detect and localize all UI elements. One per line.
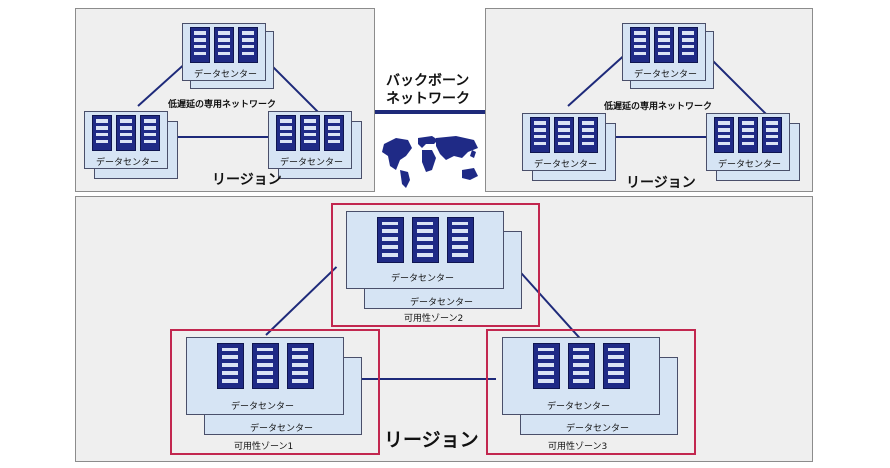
server-rack-icon <box>286 343 314 389</box>
availability-zone-2 <box>331 203 540 327</box>
server-rack-icon <box>602 343 630 389</box>
server-rack-icon <box>300 115 320 151</box>
datacenter-label: データセンター <box>391 274 455 284</box>
backbone-label-line2: ネットワーク <box>386 91 470 107</box>
datacenter-label: データセンター <box>634 70 698 80</box>
datacenter-label: データセンター <box>410 298 474 308</box>
server-rack-icon <box>762 117 782 153</box>
datacenter-label: データセンター <box>718 160 782 170</box>
server-rack-icon <box>630 27 650 63</box>
server-rack-icon <box>214 27 234 63</box>
datacenter-label: データセンター <box>534 160 598 170</box>
server-rack-icon <box>714 117 734 153</box>
server-rack-icon <box>738 117 758 153</box>
datacenter-label: データセンター <box>547 402 611 412</box>
server-rack-icon <box>324 115 344 151</box>
server-rack-icon <box>140 115 160 151</box>
server-rack-icon <box>276 115 296 151</box>
availability-zone-1 <box>170 329 380 455</box>
server-rack-icon <box>446 217 474 263</box>
datacenter-label: データセンター <box>250 424 314 434</box>
datacenter-label: データセンター <box>231 402 295 412</box>
backbone-label-line1: バックボーン <box>386 73 470 89</box>
server-rack-icon <box>92 115 112 151</box>
network-link <box>346 378 496 380</box>
network-link <box>606 136 706 138</box>
server-rack-icon <box>530 117 550 153</box>
world-map-icon <box>378 130 484 190</box>
datacenter-label: データセンター <box>96 158 160 168</box>
network-label: 低遅延の専用ネットワーク <box>604 102 713 112</box>
server-rack-icon <box>251 343 279 389</box>
server-rack-icon <box>376 217 404 263</box>
server-rack-icon <box>216 343 244 389</box>
availability-zone-3 <box>486 329 696 455</box>
region-panel-top-right: データセンター 低遅延の専用ネットワーク データセンター データセンター リージ… <box>485 8 813 192</box>
network-link <box>265 266 338 336</box>
server-rack-icon <box>411 217 439 263</box>
availability-zone-label: 可用性ゾーン3 <box>548 442 608 452</box>
availability-zone-label: 可用性ゾーン1 <box>234 442 294 452</box>
backbone-line <box>375 110 485 114</box>
server-rack-icon <box>238 27 258 63</box>
server-rack-icon <box>190 27 210 63</box>
availability-zone-label: 可用性ゾーン2 <box>404 314 464 324</box>
region-panel-top-left: データセンター 低遅延の専用ネットワーク データセンター データセンター リージ… <box>75 8 375 192</box>
server-rack-icon <box>654 27 674 63</box>
network-label: 低遅延の専用ネットワーク <box>168 100 277 110</box>
region-label: リージョン <box>212 172 282 188</box>
server-rack-icon <box>678 27 698 63</box>
datacenter-label: データセンター <box>280 158 344 168</box>
datacenter-label: データセンター <box>194 70 258 80</box>
server-rack-icon <box>532 343 560 389</box>
datacenter-label: データセンター <box>566 424 630 434</box>
region-label: リージョン <box>384 429 479 451</box>
server-rack-icon <box>578 117 598 153</box>
server-rack-icon <box>116 115 136 151</box>
network-link <box>176 136 271 138</box>
region-panel-bottom: データセンター データセンター 可用性ゾーン2 データセンター データセンター … <box>75 196 813 462</box>
server-rack-icon <box>567 343 595 389</box>
region-label: リージョン <box>626 175 696 191</box>
server-rack-icon <box>554 117 574 153</box>
